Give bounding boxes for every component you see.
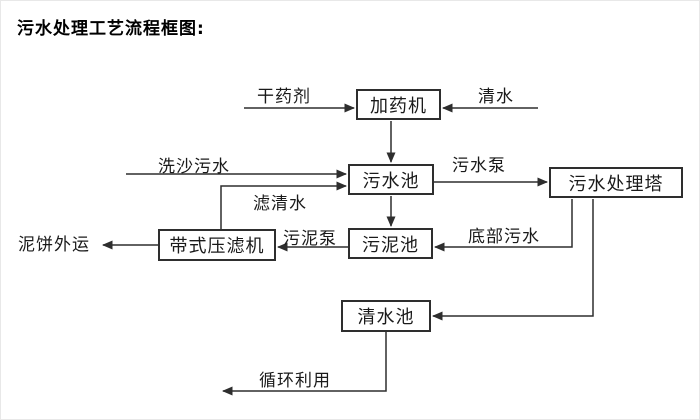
- edge-tower-to-clear-pool-line: [432, 199, 594, 321]
- edge-label-bottom-sewage: 底部污水: [468, 227, 540, 247]
- node-clear-water-pool: 清水池: [341, 300, 431, 332]
- node-clear-water-pool-label: 清水池: [357, 307, 415, 328]
- node-sludge-pool: 污泥池: [348, 228, 433, 259]
- edge-label-sand-washing-sewage: 洗沙污水: [158, 157, 230, 177]
- edge-recycle-line: [222, 332, 387, 396]
- node-belt-filter-press: 带式压滤机: [158, 229, 276, 261]
- edge-label-mud-cake-transport: 泥饼外运: [18, 235, 90, 255]
- node-sewage-pool-label: 污水池: [362, 170, 420, 192]
- edge-label-dry-chemical: 干药剂: [257, 87, 311, 107]
- node-treatment-tower: 污水处理塔: [549, 167, 683, 198]
- edge-label-clear-water: 清水: [478, 87, 514, 107]
- edge-filtered-water-line: [220, 181, 347, 229]
- node-sewage-pool: 污水池: [348, 164, 434, 195]
- node-belt-filter-press-label: 带式压滤机: [169, 236, 265, 257]
- edge-label-sewage-pump: 污水泵: [452, 156, 506, 176]
- node-treatment-tower-label: 污水处理塔: [568, 173, 664, 195]
- node-dosing-machine-label: 加药机: [370, 95, 427, 117]
- edge-bottom-sewage-line: [434, 199, 573, 252]
- node-sludge-pool-label: 污泥池: [362, 234, 419, 256]
- edge-label-sludge-pump: 污泥泵: [283, 229, 337, 249]
- page-title: 污水处理工艺流程框图:: [17, 19, 205, 39]
- edge-label-recycle-use: 循环利用: [259, 371, 331, 391]
- edge-label-filtered-water: 滤清水: [253, 194, 307, 214]
- node-dosing-machine: 加药机: [356, 89, 441, 120]
